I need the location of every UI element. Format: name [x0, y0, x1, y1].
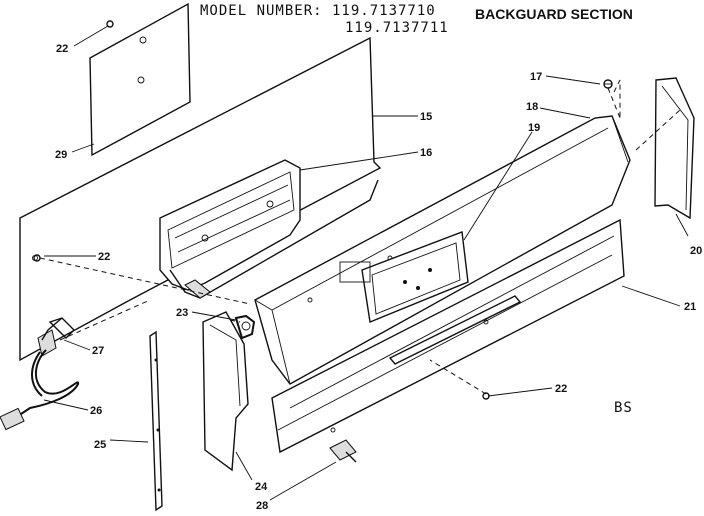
callout-28: 28: [256, 500, 268, 512]
callout-21: 21: [684, 301, 696, 313]
callout-17: 17: [530, 71, 542, 83]
callout-18: 18: [526, 101, 538, 113]
callout-23: 23: [176, 307, 188, 319]
callout-26: 26: [90, 405, 102, 417]
part-25-bracket: [149, 330, 163, 512]
diagram-code: BS: [614, 400, 633, 416]
callout-15: 15: [420, 111, 432, 123]
part-20-end-cap: [654, 77, 695, 220]
callout-20: 20: [690, 245, 702, 257]
section-title: BACKGUARD SECTION: [475, 6, 633, 22]
callout-19: 19: [528, 122, 540, 134]
callout-22a: 22: [56, 43, 68, 55]
part-17-screw: [603, 79, 613, 89]
part-26-power-cord: [0, 349, 80, 431]
model-number-label: MODEL NUMBER: 119.7137710: [200, 3, 436, 19]
callout-29: 29: [55, 149, 67, 161]
callout-16: 16: [420, 147, 432, 159]
part-28-connector: [329, 439, 357, 463]
part-23-clip: [234, 314, 256, 340]
part-19-clock: [339, 231, 469, 323]
callout-22c: 22: [555, 383, 567, 395]
callout-22b: 22: [98, 251, 110, 263]
part-22-screw-top: [106, 20, 114, 28]
part-27-terminal-block: [37, 317, 75, 357]
alignment-lines: [39, 79, 681, 395]
model-number-label-2: 119.7137711: [345, 20, 449, 36]
part-29-plate: [89, 2, 191, 157]
part-21-trim-panel: [271, 218, 625, 454]
callout-24: 24: [255, 481, 268, 493]
callout-25: 25: [94, 439, 106, 451]
callout-27: 27: [92, 345, 104, 357]
leader-lines: [43, 25, 689, 501]
part-24-end-cap: [202, 311, 249, 472]
part-16-shield: [159, 159, 379, 299]
